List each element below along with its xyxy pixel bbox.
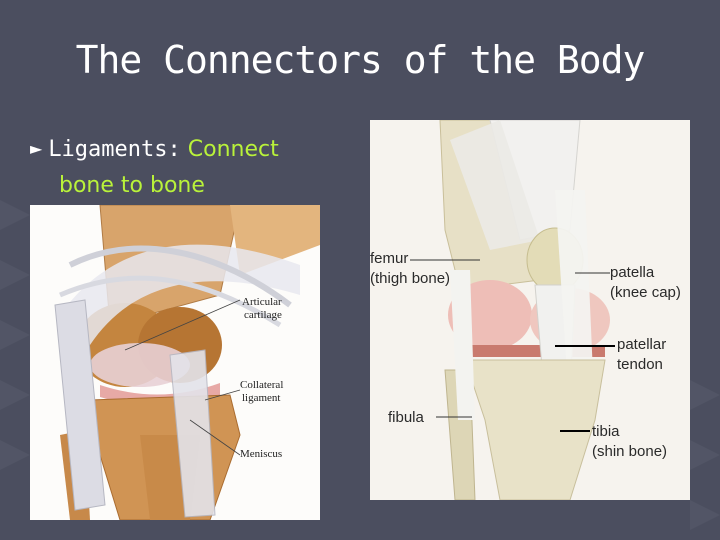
label-fibula: fibula — [388, 409, 425, 426]
bullet-ligaments: ► Ligaments: Connect bone to bone — [30, 132, 330, 203]
label-tibia-line2: (shin bone) — [592, 443, 667, 460]
bullet-definition-line1: Connect — [187, 137, 279, 162]
bullet-term: Ligaments: — [48, 137, 181, 162]
slide-title: The Connectors of the Body — [75, 38, 646, 82]
knee-ligament-drawing: Articular cartilage Collateral ligament … — [54, 205, 320, 520]
knee-ligament-illustration: Articular cartilage Collateral ligament … — [30, 205, 320, 520]
knee-anatomy-illustration: femur (thigh bone) patella (knee cap) pa… — [370, 120, 690, 500]
knee-anatomy-drawing: femur (thigh bone) patella (knee cap) pa… — [370, 120, 681, 500]
label-femur-line1: femur — [370, 250, 408, 267]
label-femur-line2: (thigh bone) — [370, 270, 450, 287]
label-meniscus: Meniscus — [240, 448, 282, 460]
label-collateral-line1: Collateral — [240, 379, 283, 391]
label-patellar-tendon-line2: tendon — [617, 356, 663, 373]
label-patella-line1: patella — [610, 264, 655, 281]
bullet-definition-line2: bone to bone — [59, 173, 205, 198]
label-collateral-line2: ligament — [242, 392, 281, 404]
label-articular-line2: cartilage — [244, 309, 282, 321]
label-patellar-tendon-line1: patellar — [617, 336, 666, 353]
label-tibia-line1: tibia — [592, 423, 620, 440]
label-patella-line2: (knee cap) — [610, 284, 681, 301]
triangle-bullet-icon: ► — [30, 139, 43, 158]
label-articular-line1: Articular — [242, 296, 282, 308]
